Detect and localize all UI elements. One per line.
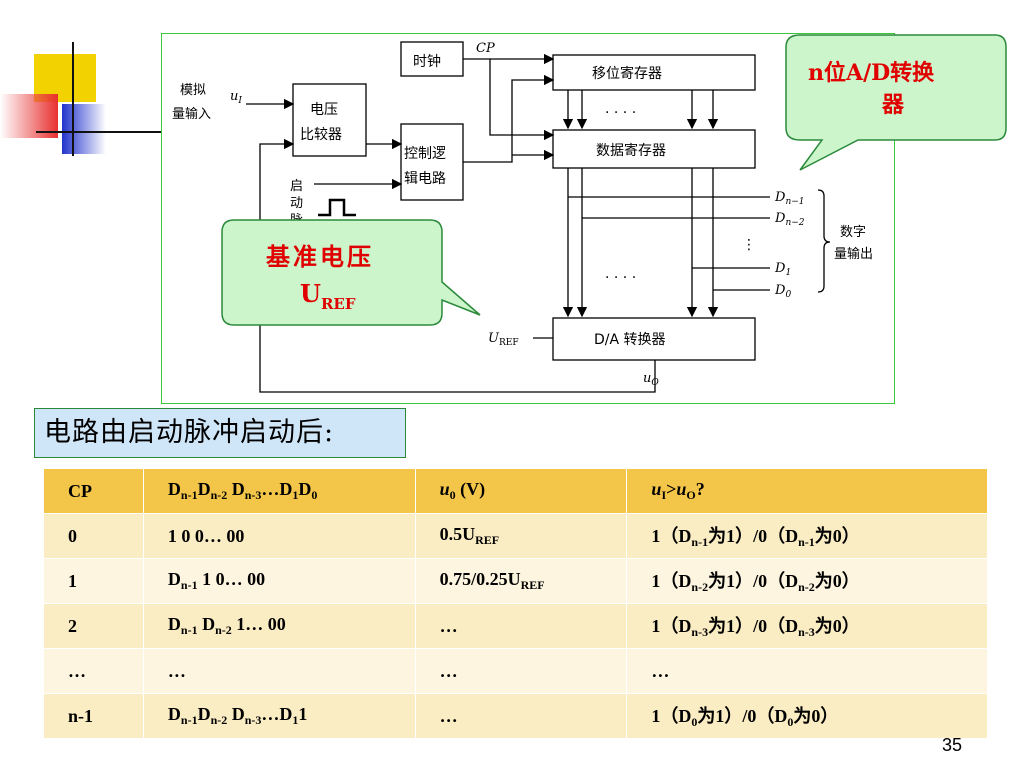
deco-horizontal-line bbox=[36, 131, 161, 133]
cell-dseq: Dn-1Dn-2 Dn-3…D11 bbox=[142, 693, 416, 739]
comparator-label-1: 电压 bbox=[310, 102, 338, 118]
da-converter-block bbox=[552, 317, 756, 361]
data-register-label: 数据寄存器 bbox=[596, 142, 666, 159]
start-label-1: 启 bbox=[290, 179, 303, 194]
deco-blue-square bbox=[62, 104, 106, 154]
header-compare: uI>uO? bbox=[626, 468, 988, 514]
da-converter-label: D/A 转换器 bbox=[594, 331, 666, 348]
table-row: 0 1 0 0… 00 0.5UREF 1（Dn-1为1）/0（Dn-1为0） bbox=[43, 513, 988, 559]
d-label-n2: Dn−2 bbox=[774, 211, 805, 228]
cell-dseq: … bbox=[142, 648, 416, 694]
cell-compare: 1（Dn-3为1）/0（Dn-3为0） bbox=[626, 603, 988, 649]
sar-table: CP Dn-1Dn-2 Dn-3…D1D0 u0 (V) uI>uO? 0 1 … bbox=[43, 468, 988, 742]
cell-compare: 1（Dn-2为1）/0（Dn-2为0） bbox=[626, 558, 988, 604]
control-logic-block bbox=[400, 123, 464, 201]
shift-register-block bbox=[552, 54, 756, 91]
cell-u0: … bbox=[414, 693, 628, 739]
page-number: 35 bbox=[942, 735, 963, 755]
adc-circuit-diagram bbox=[161, 33, 895, 404]
digital-output-label-2: 量输出 bbox=[834, 246, 873, 262]
header-u0: u0 (V) bbox=[414, 468, 628, 514]
data-register-block bbox=[552, 129, 756, 169]
header-dseq: Dn-1Dn-2 Dn-3…D1D0 bbox=[142, 468, 416, 514]
digital-output-label-1: 数字 bbox=[840, 225, 866, 240]
deco-vertical-line bbox=[72, 42, 74, 156]
uref-label: UREF bbox=[488, 331, 519, 348]
vref-callout bbox=[221, 219, 481, 326]
cell-u0: … bbox=[414, 648, 628, 694]
table-row: 2 Dn-1 Dn-2 1… 00 … 1（Dn-3为1）/0（Dn-3为0） bbox=[43, 603, 988, 649]
clock-label: 时钟 bbox=[413, 53, 441, 70]
cell-compare: … bbox=[626, 648, 988, 694]
caption-box: 电路由启动脉冲启动后: bbox=[34, 408, 406, 458]
ui-label: uI bbox=[230, 89, 242, 106]
cell-dseq: 1 0 0… 00 bbox=[142, 513, 416, 559]
analog-input-label-2: 量输入 bbox=[172, 106, 211, 122]
vref-callout-title: 基准电压 bbox=[266, 242, 374, 271]
table-row: n-1 Dn-1Dn-2 Dn-3…D11 … 1（D0为1）/0（D0为0） bbox=[43, 693, 988, 739]
comparator-label-2: 比较器 bbox=[300, 127, 342, 143]
cell-cp: n-1 bbox=[43, 693, 144, 739]
adc-callout bbox=[785, 34, 1007, 171]
uo-label: uO bbox=[643, 371, 659, 388]
table-row: … … … … bbox=[43, 648, 988, 694]
vref-callout-symbol: UREF bbox=[300, 279, 356, 313]
cell-u0: … bbox=[414, 603, 628, 649]
cell-dseq: Dn-1 Dn-2 1… 00 bbox=[142, 603, 416, 649]
dots-upper: . . . . bbox=[605, 101, 636, 117]
table-row: 1 Dn-1 1 0… 00 0.75/0.25UREF 1（Dn-2为1）/0… bbox=[43, 558, 988, 604]
vertical-dots: ⋮ bbox=[742, 237, 756, 253]
control-label-1: 控制逻 bbox=[404, 146, 446, 162]
cell-cp: 2 bbox=[43, 603, 144, 649]
diagram-svg: 时钟 CP 移位寄存器 数据寄存器 . . . . . . . . 模拟 量输入… bbox=[172, 34, 1007, 393]
d-label-0: D0 bbox=[774, 283, 791, 300]
header-cp: CP bbox=[43, 468, 144, 514]
analog-input-label-1: 模拟 bbox=[180, 83, 206, 98]
cp-label: CP bbox=[476, 41, 495, 56]
cell-cp: 0 bbox=[43, 513, 144, 559]
start-label-2: 动 bbox=[290, 196, 303, 211]
control-label-2: 辑电路 bbox=[404, 171, 446, 187]
cell-u0: 0.75/0.25UREF bbox=[414, 558, 628, 604]
cell-cp: … bbox=[43, 648, 144, 694]
cell-dseq: Dn-1 1 0… 00 bbox=[142, 558, 416, 604]
deco-red-square bbox=[0, 94, 58, 138]
table-header-row: CP Dn-1Dn-2 Dn-3…D1D0 u0 (V) uI>uO? bbox=[43, 468, 988, 514]
adc-callout-line2: 器 bbox=[881, 92, 905, 118]
cell-cp: 1 bbox=[43, 558, 144, 604]
shift-register-label: 移位寄存器 bbox=[592, 65, 662, 82]
dots-lower: . . . . bbox=[605, 266, 636, 282]
d-label-1: D1 bbox=[774, 261, 791, 278]
adc-callout-line1: n位A/D转换 bbox=[808, 60, 935, 86]
cell-compare: 1（Dn-1为1）/0（Dn-1为0） bbox=[626, 513, 988, 559]
cell-compare: 1（D0为1）/0（D0为0） bbox=[626, 693, 988, 739]
comparator-block bbox=[292, 83, 367, 157]
cell-u0: 0.5UREF bbox=[414, 513, 628, 559]
d-label-n1: Dn−1 bbox=[774, 190, 805, 207]
